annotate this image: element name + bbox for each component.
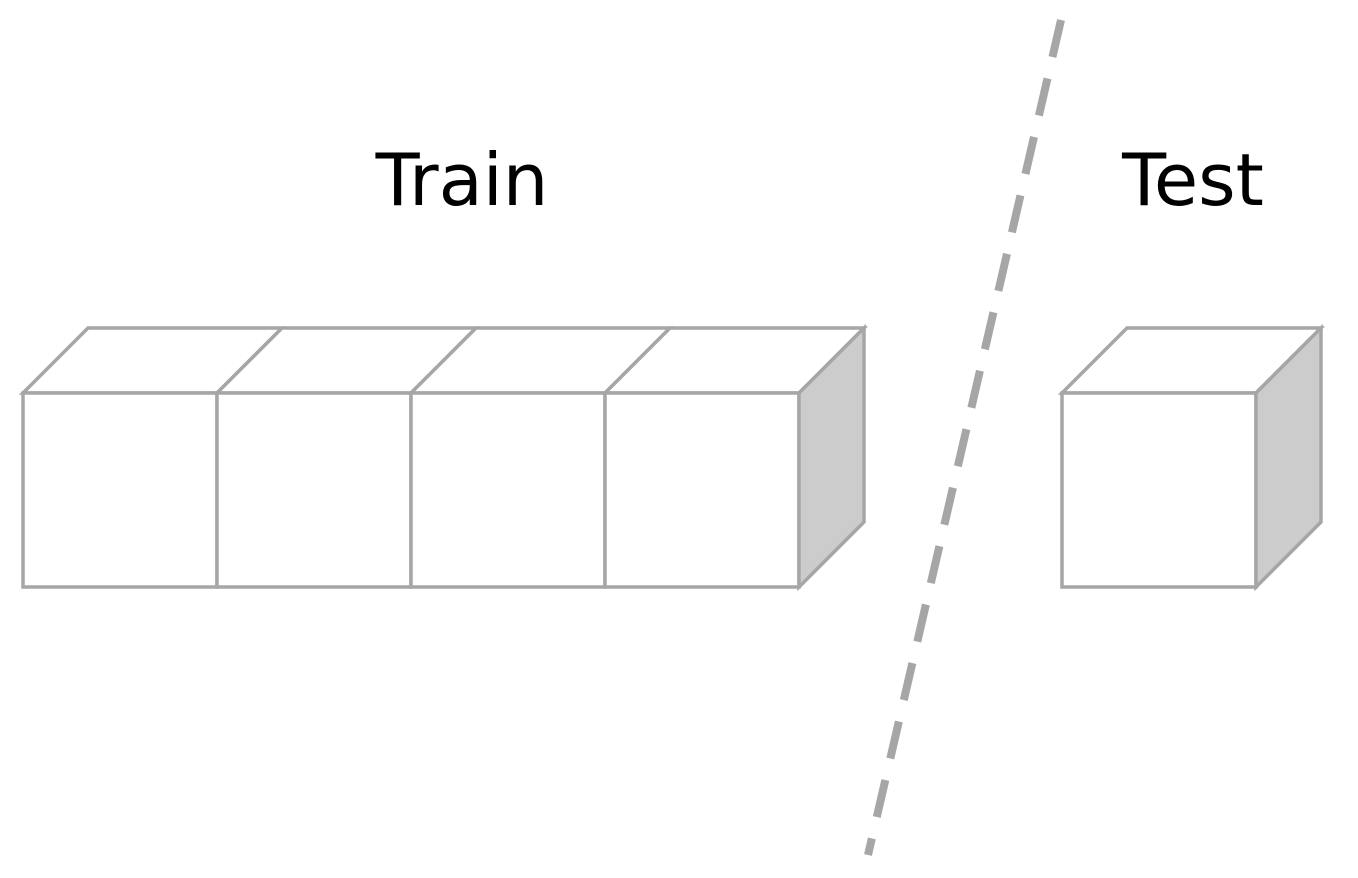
train-cube [406, 326, 675, 589]
train-cube-front-face [409, 391, 607, 589]
train-cube [18, 326, 287, 589]
train-label: Train [375, 138, 549, 222]
train-cube-front-face [603, 391, 801, 589]
train-cube-side-face [797, 323, 866, 592]
train-cubes [18, 323, 869, 592]
test-cube-front-face [1060, 391, 1258, 589]
test-cubes [1057, 323, 1326, 592]
train-cube-front-face [215, 391, 413, 589]
train-cube-front-face [21, 391, 219, 589]
split-divider-line [864, 19, 1065, 856]
test-cube-side-face [1254, 323, 1323, 592]
train-cube [600, 326, 869, 589]
test-label: Test [1121, 138, 1264, 222]
